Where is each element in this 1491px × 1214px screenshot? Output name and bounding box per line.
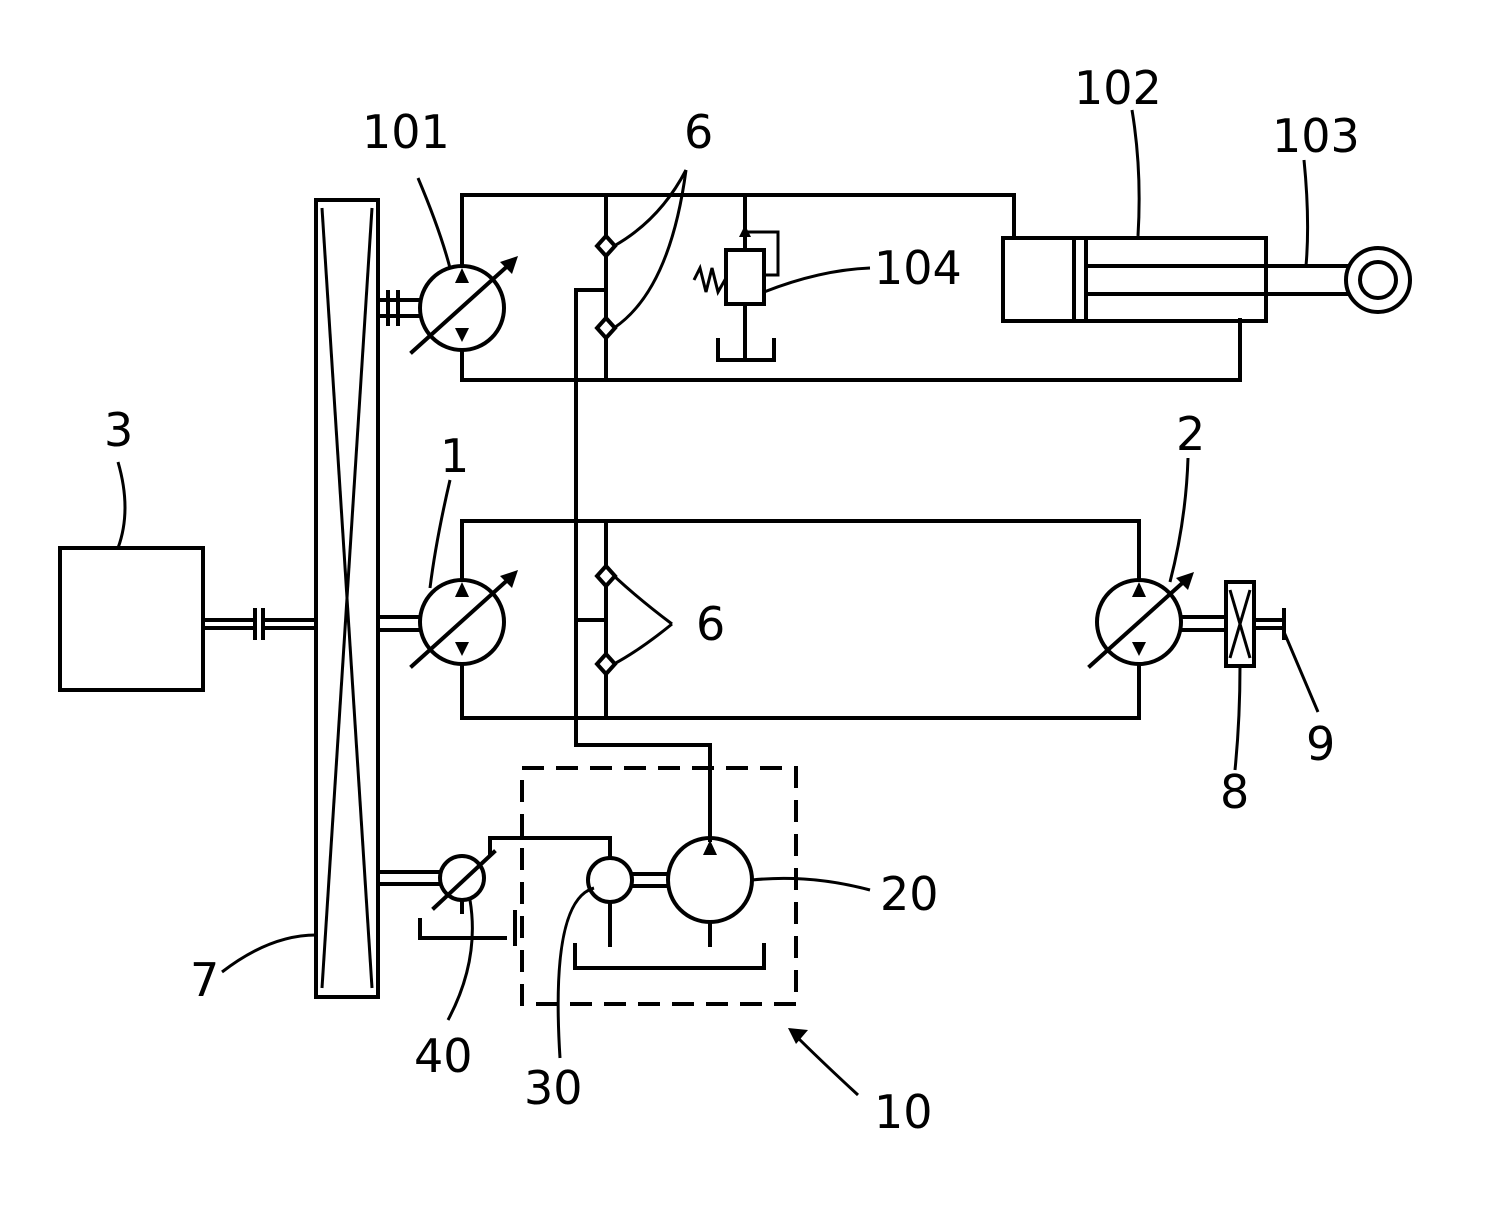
label-8: 8 <box>1220 765 1249 819</box>
brake-8 <box>1226 582 1284 666</box>
label-2: 2 <box>1176 407 1205 461</box>
label-10: 10 <box>874 1085 933 1139</box>
pump-101 <box>378 256 518 352</box>
reference-labels: 101 6 102 103 104 3 1 2 6 8 9 20 7 40 30… <box>104 61 1360 1139</box>
label-20: 20 <box>880 867 939 921</box>
label-7: 7 <box>190 953 219 1007</box>
label-6-mid: 6 <box>696 597 725 651</box>
gearbox-7 <box>316 200 378 997</box>
cylinder-102 <box>1003 238 1410 321</box>
label-3: 3 <box>104 403 133 457</box>
label-40: 40 <box>414 1029 473 1083</box>
middle-circuit-lines <box>462 521 1139 840</box>
label-6-top: 6 <box>684 105 713 159</box>
relief-valve-104 <box>694 195 778 360</box>
label-9: 9 <box>1306 717 1335 771</box>
label-101: 101 <box>362 105 450 159</box>
label-30: 30 <box>524 1061 583 1115</box>
label-1: 1 <box>440 429 469 483</box>
label-103: 103 <box>1272 109 1360 163</box>
pump-40 <box>378 838 610 944</box>
label-102: 102 <box>1074 61 1162 115</box>
label-104: 104 <box>874 241 962 295</box>
pump-1 <box>378 570 518 666</box>
pump-30 <box>588 858 668 945</box>
motor-2 <box>1090 572 1226 666</box>
engine-3 <box>60 548 316 690</box>
